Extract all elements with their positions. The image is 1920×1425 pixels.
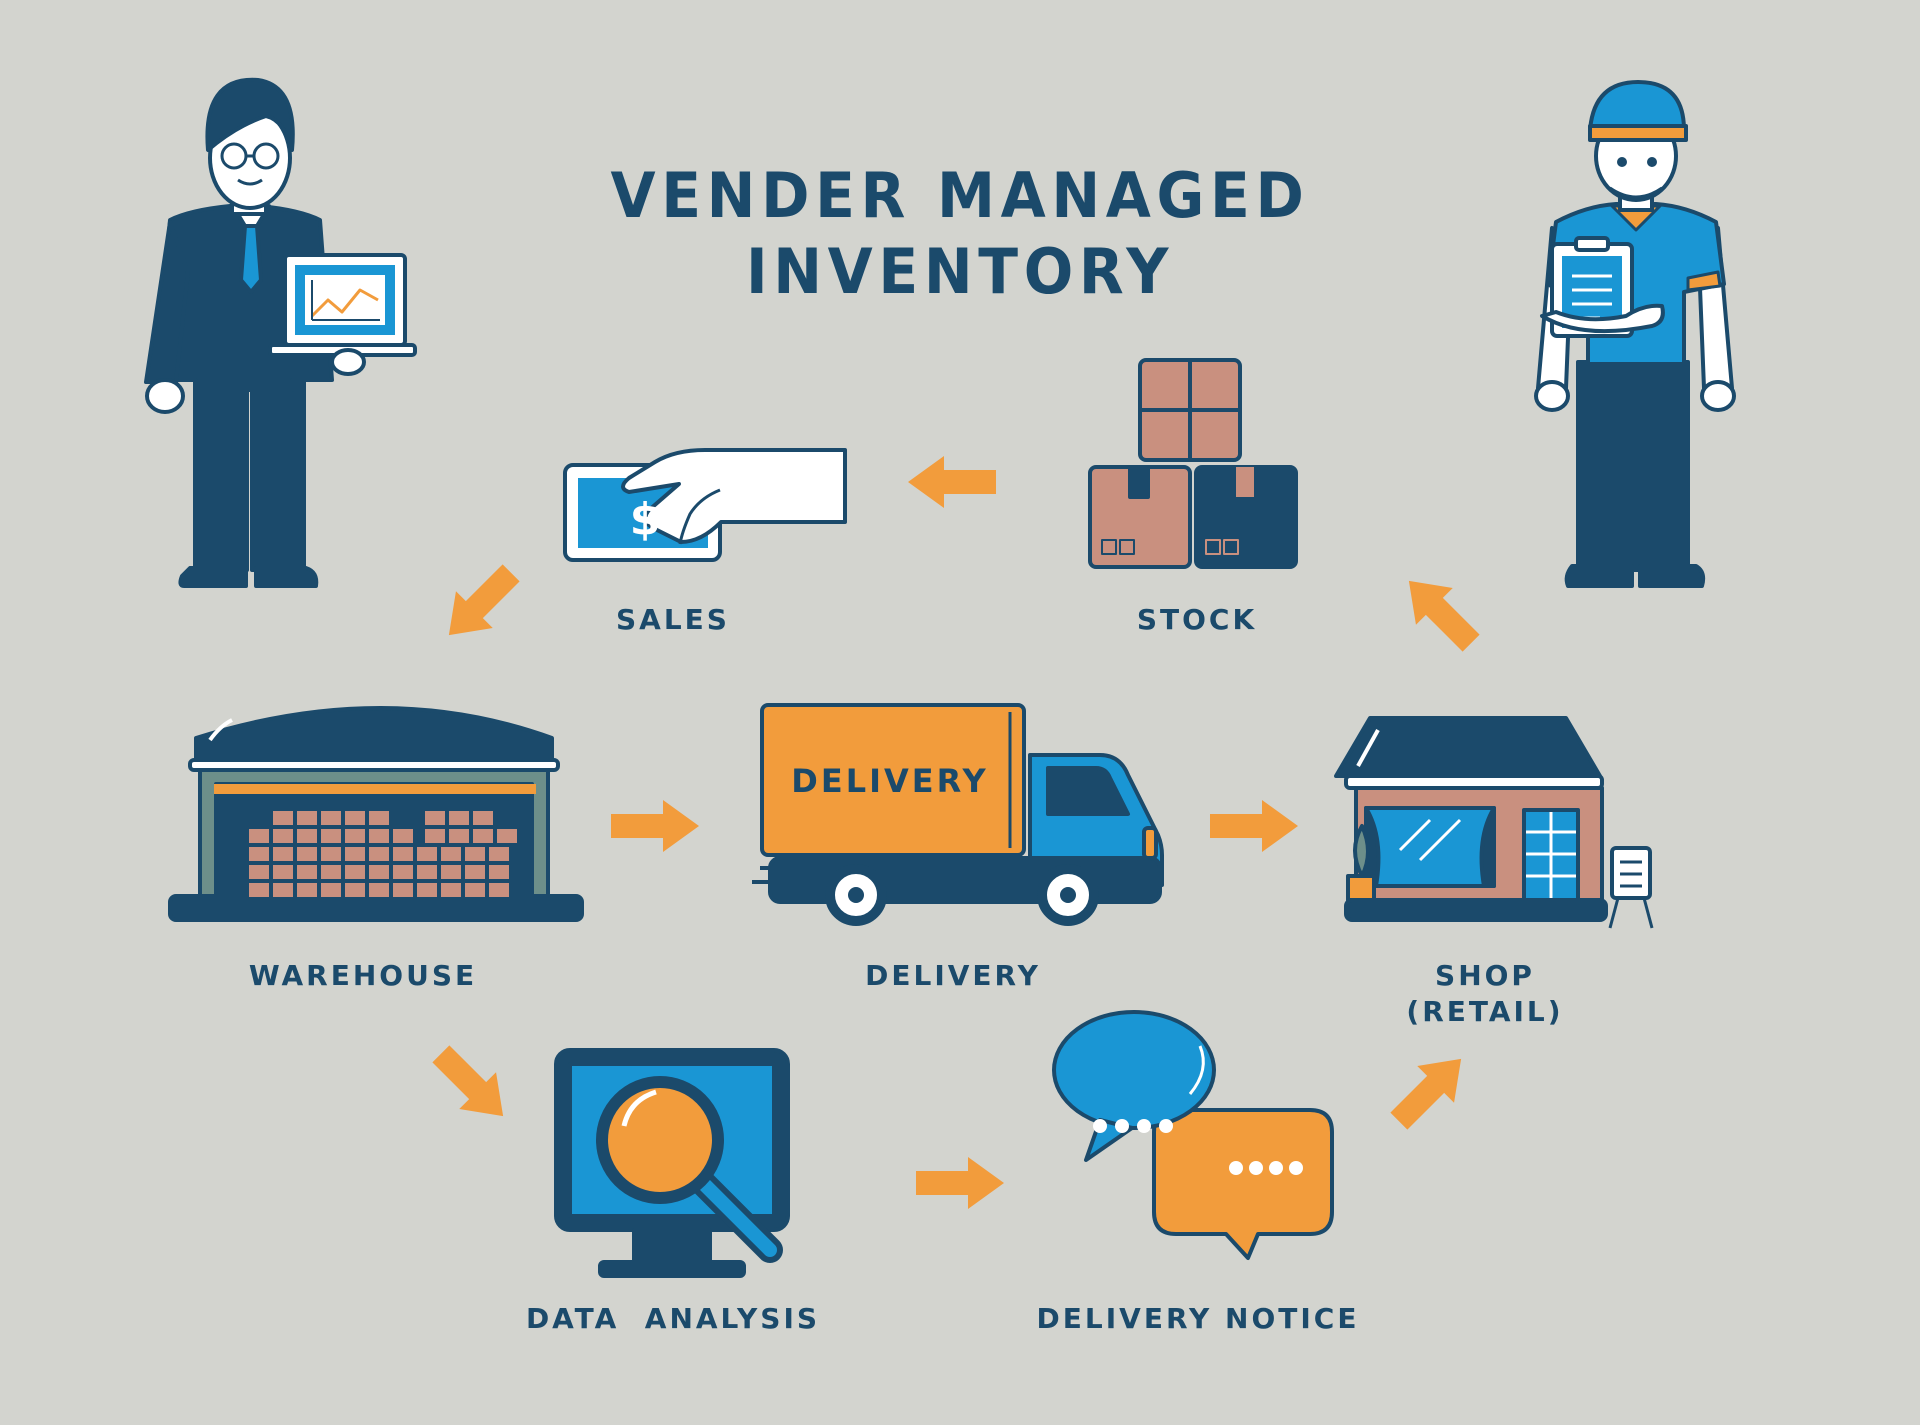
warehouse-box (295, 809, 319, 827)
warehouse-box (271, 809, 295, 827)
warehouse-box (247, 827, 271, 845)
warehouse-box (391, 881, 415, 899)
arrow-delivery-to-shop (1210, 800, 1298, 852)
arrow-shop-to-stock (1390, 562, 1490, 662)
arrow-sales-to-warehouse (430, 554, 530, 654)
warehouse-box (487, 863, 511, 881)
warehouse-box (271, 827, 295, 845)
warehouse-box (415, 881, 439, 899)
truck-text: DELIVERY (791, 762, 988, 800)
warehouse-box (295, 881, 319, 899)
warehouse-box (367, 863, 391, 881)
warehouse-box (343, 845, 367, 863)
warehouse-box (463, 845, 487, 863)
warehouse-box (439, 845, 463, 863)
warehouse-box (271, 881, 295, 899)
warehouse-box (343, 863, 367, 881)
warehouse-box (423, 809, 447, 827)
delivery-worker-icon (1534, 80, 1736, 588)
warehouse-box (247, 845, 271, 863)
warehouse-box (343, 809, 367, 827)
dollar-sign: $ (630, 494, 661, 545)
arrow-warehouse-to-delivery (611, 800, 699, 852)
typing-dots (1093, 1119, 1303, 1175)
warehouse-box (463, 863, 487, 881)
warehouse-box (415, 845, 439, 863)
warehouse-box (295, 827, 319, 845)
label-shop: SHOP (RETAIL) (1335, 958, 1635, 1030)
warehouse-box (319, 827, 343, 845)
warehouse-box (487, 845, 511, 863)
shop-icon (1334, 716, 1654, 929)
arrow-warehouse-to-data-analysis (422, 1035, 522, 1135)
warehouse-box (343, 827, 367, 845)
arrow-notice-to-shop (1380, 1040, 1480, 1140)
businessman-icon (144, 77, 417, 588)
warehouse-box (367, 827, 391, 845)
warehouse-box (319, 809, 343, 827)
warehouse-boxes (247, 809, 519, 899)
label-stock: STOCK (1136, 603, 1258, 636)
warehouse-box (439, 881, 463, 899)
label-warehouse: WAREHOUSE (248, 959, 478, 992)
warehouse-box (319, 863, 343, 881)
warehouse-box (367, 809, 391, 827)
warehouse-box (439, 863, 463, 881)
warehouse-box (391, 863, 415, 881)
warehouse-box (295, 863, 319, 881)
warehouse-box (495, 827, 519, 845)
warehouse-box (471, 809, 495, 827)
label-shop-line1: SHOP (1435, 959, 1535, 992)
warehouse-box (247, 881, 271, 899)
warehouse-box (343, 881, 367, 899)
warehouse-box (423, 827, 447, 845)
warehouse-box (391, 827, 415, 845)
warehouse-box (463, 881, 487, 899)
warehouse-box (415, 863, 439, 881)
monitor-magnifier-icon (554, 1048, 790, 1278)
warehouse-box (447, 809, 471, 827)
warehouse-box (271, 863, 295, 881)
boxes-icon (1088, 358, 1298, 569)
label-delivery-notice: DELIVERY NOTICE (1036, 1302, 1360, 1335)
warehouse-box (295, 845, 319, 863)
cash-hand-icon (563, 448, 847, 562)
warehouse-box (447, 827, 471, 845)
warehouse-box (471, 827, 495, 845)
warehouse-box (391, 845, 415, 863)
warehouse-box (247, 863, 271, 881)
label-shop-line2: (RETAIL) (1406, 995, 1564, 1028)
truck-icon (752, 703, 1164, 926)
label-delivery: DELIVERY (865, 959, 1041, 992)
warehouse-box (271, 845, 295, 863)
warehouse-box (319, 881, 343, 899)
chat-bubbles-icon (1052, 1010, 1334, 1260)
warehouse-box (487, 881, 511, 899)
arrow-data-analysis-to-notice (916, 1157, 1004, 1209)
page-title: VENDER MANAGED INVENTORY (610, 159, 1310, 308)
warehouse-box (367, 881, 391, 899)
warehouse-box (319, 845, 343, 863)
warehouse-box (367, 845, 391, 863)
arrow-stock-to-sales (908, 456, 996, 508)
label-data-analysis: DATA ANALYSIS (525, 1302, 821, 1335)
label-sales: SALES (616, 603, 730, 636)
